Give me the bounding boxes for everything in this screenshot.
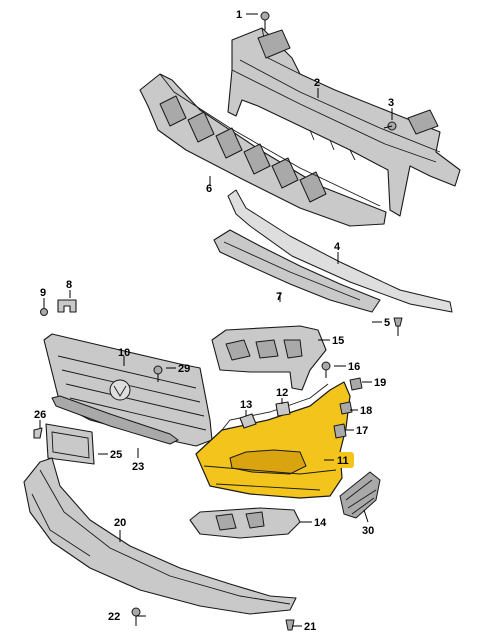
part-20-lower-bumper [23, 457, 297, 615]
callout-17: 17 [356, 425, 368, 437]
callout-5: 5 [384, 317, 390, 329]
callout-10: 10 [118, 347, 130, 359]
fastener-21 [285, 619, 295, 631]
fastener-29 [153, 365, 163, 382]
callout-16: 16 [348, 361, 360, 373]
callout-2: 3 [388, 97, 394, 109]
fastener-18 [339, 401, 353, 415]
callout-7: 7 [276, 291, 282, 303]
callout-29: 29 [178, 363, 190, 375]
part-11-bumper-cover-highlighted [195, 381, 351, 499]
part-10-grille [43, 333, 213, 447]
callout-13: 13 [240, 399, 252, 411]
fastener-19 [349, 377, 363, 391]
callout-8: 8 [66, 279, 72, 291]
fastener-3 [260, 11, 270, 30]
callout-12: 12 [276, 387, 288, 399]
callout-30: 30 [362, 525, 374, 537]
part-6-energy-absorber [139, 73, 387, 227]
callout-26: 26 [34, 409, 46, 421]
callout-20: 20 [114, 517, 126, 529]
part-4-spoiler-strip [227, 189, 453, 313]
part-1-crossmember [227, 27, 461, 217]
callout-21: 21 [304, 621, 316, 633]
callout-14: 14 [314, 517, 327, 529]
leader-lines [39, 13, 393, 627]
part-25-plate-mount [45, 423, 95, 465]
fastener-5 [393, 317, 403, 336]
callout-6: 6 [206, 183, 212, 195]
highlight-badge [334, 452, 354, 468]
callout-23: 23 [132, 461, 144, 473]
callout-15: 15 [332, 335, 344, 347]
fastener-16 [321, 361, 331, 378]
callout-9: 9 [40, 287, 46, 299]
fastener-17 [333, 423, 347, 439]
callout-22: 22 [108, 611, 120, 623]
callout-19: 19 [374, 377, 386, 389]
callout-11: 11 [337, 455, 349, 467]
part-8-bracket [57, 299, 77, 313]
part-26-clip [33, 427, 43, 439]
part-23-trim-strip [51, 395, 179, 445]
part-13-bracket [239, 413, 257, 429]
callout-4: 4 [334, 241, 341, 253]
callout-labels: 1 2 3 4 5 6 7 8 9 10 11 12 13 14 15 16 1… [34, 9, 394, 633]
part-7-spoiler-strip [213, 229, 381, 313]
part-12-bracket [275, 401, 291, 417]
callout-18: 18 [360, 405, 372, 417]
callout-25: 25 [110, 449, 122, 461]
fastener-9 [40, 308, 48, 316]
callout-1: 2 [314, 77, 320, 89]
part-30-honeycomb-insert [339, 471, 381, 519]
callout-3: 1 [236, 9, 242, 21]
part-14-fog-trim [189, 507, 301, 539]
fastener-22 [131, 607, 141, 626]
fastener-2 [383, 121, 397, 131]
part-15-bracket [211, 325, 327, 391]
